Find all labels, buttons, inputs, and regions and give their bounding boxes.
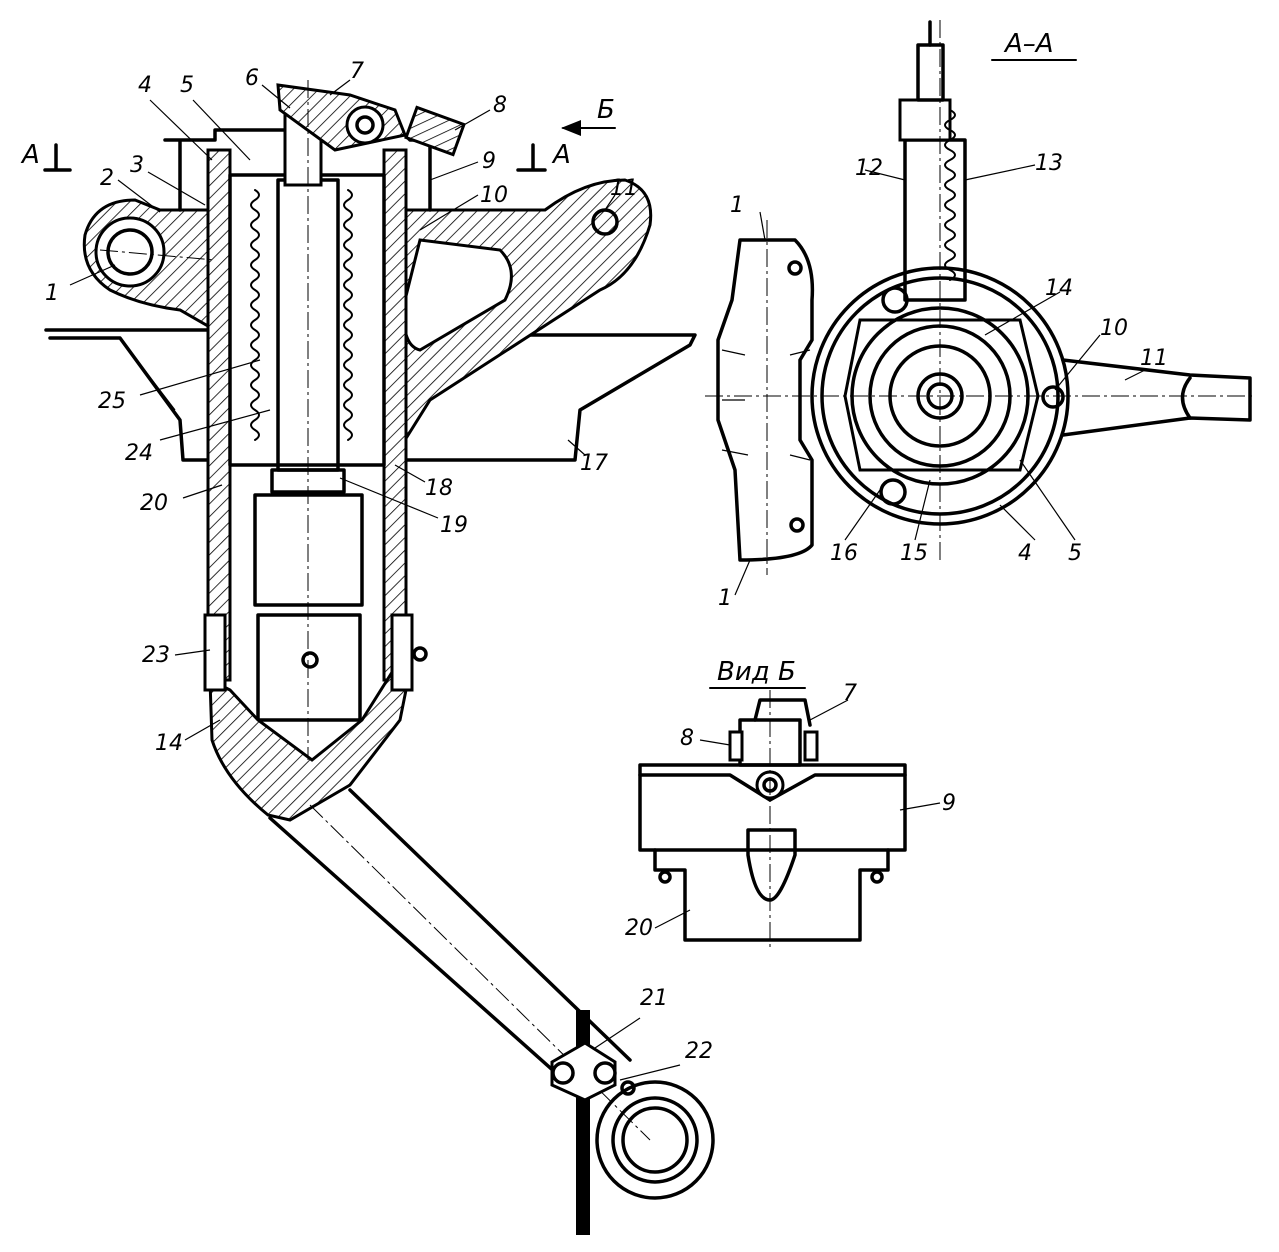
aa-callout-10: 10 [1100, 316, 1128, 341]
aa-callout-15: 15 [900, 541, 928, 566]
callout-21: 21 [640, 986, 668, 1011]
view-arrow-label: Б [597, 95, 615, 125]
callout-20: 20 [140, 491, 168, 516]
view-b-title: Вид Б [717, 657, 796, 687]
section-aa-title: А–А [1003, 29, 1054, 59]
callout-18: 18 [425, 476, 453, 501]
vb-callout-20: 20 [625, 916, 653, 941]
spring-coils [250, 189, 353, 441]
callout-4: 4 [138, 73, 152, 98]
callout-2: 2 [100, 166, 114, 191]
aa-callout-16: 16 [830, 541, 858, 566]
callout-6: 6 [245, 66, 259, 91]
callout-5: 5 [180, 73, 194, 98]
callout-10: 10 [480, 183, 508, 208]
section-aa-view: А–А [705, 20, 1255, 611]
cut-marker-right: А [551, 140, 571, 170]
aa-callout-13: 13 [1035, 151, 1063, 176]
callout-8: 8 [493, 93, 507, 118]
aa-callout-5: 5 [1068, 541, 1082, 566]
callout-24: 24 [125, 441, 153, 466]
callout-17: 17 [580, 451, 608, 476]
callout-23: 23 [142, 643, 170, 668]
callout-11: 11 [610, 176, 638, 201]
callout-22: 22 [685, 1039, 713, 1064]
vb-callout-8: 8 [680, 726, 694, 751]
callout-19: 19 [440, 513, 468, 538]
aa-callout-1-top: 1 [730, 193, 744, 218]
aa-callout-1-bottom: 1 [718, 586, 732, 611]
cut-marker-left: А [20, 140, 40, 170]
view-b: Вид Б 8 7 9 20 [625, 657, 956, 950]
callout-9: 9 [482, 149, 496, 174]
vb-callout-7: 7 [843, 681, 857, 706]
aa-callout-11: 11 [1140, 346, 1168, 371]
aa-callout-12: 12 [855, 156, 883, 181]
callout-14: 14 [155, 731, 183, 756]
aa-callout-4: 4 [1018, 541, 1032, 566]
aa-callout-14: 14 [1045, 276, 1073, 301]
main-section-view: А А Б 1 2 3 [20, 59, 715, 1235]
vb-callout-9: 9 [942, 791, 956, 816]
callout-1: 1 [45, 281, 59, 306]
callout-3: 3 [130, 153, 144, 178]
callout-7: 7 [350, 59, 364, 84]
callout-25: 25 [98, 389, 126, 414]
